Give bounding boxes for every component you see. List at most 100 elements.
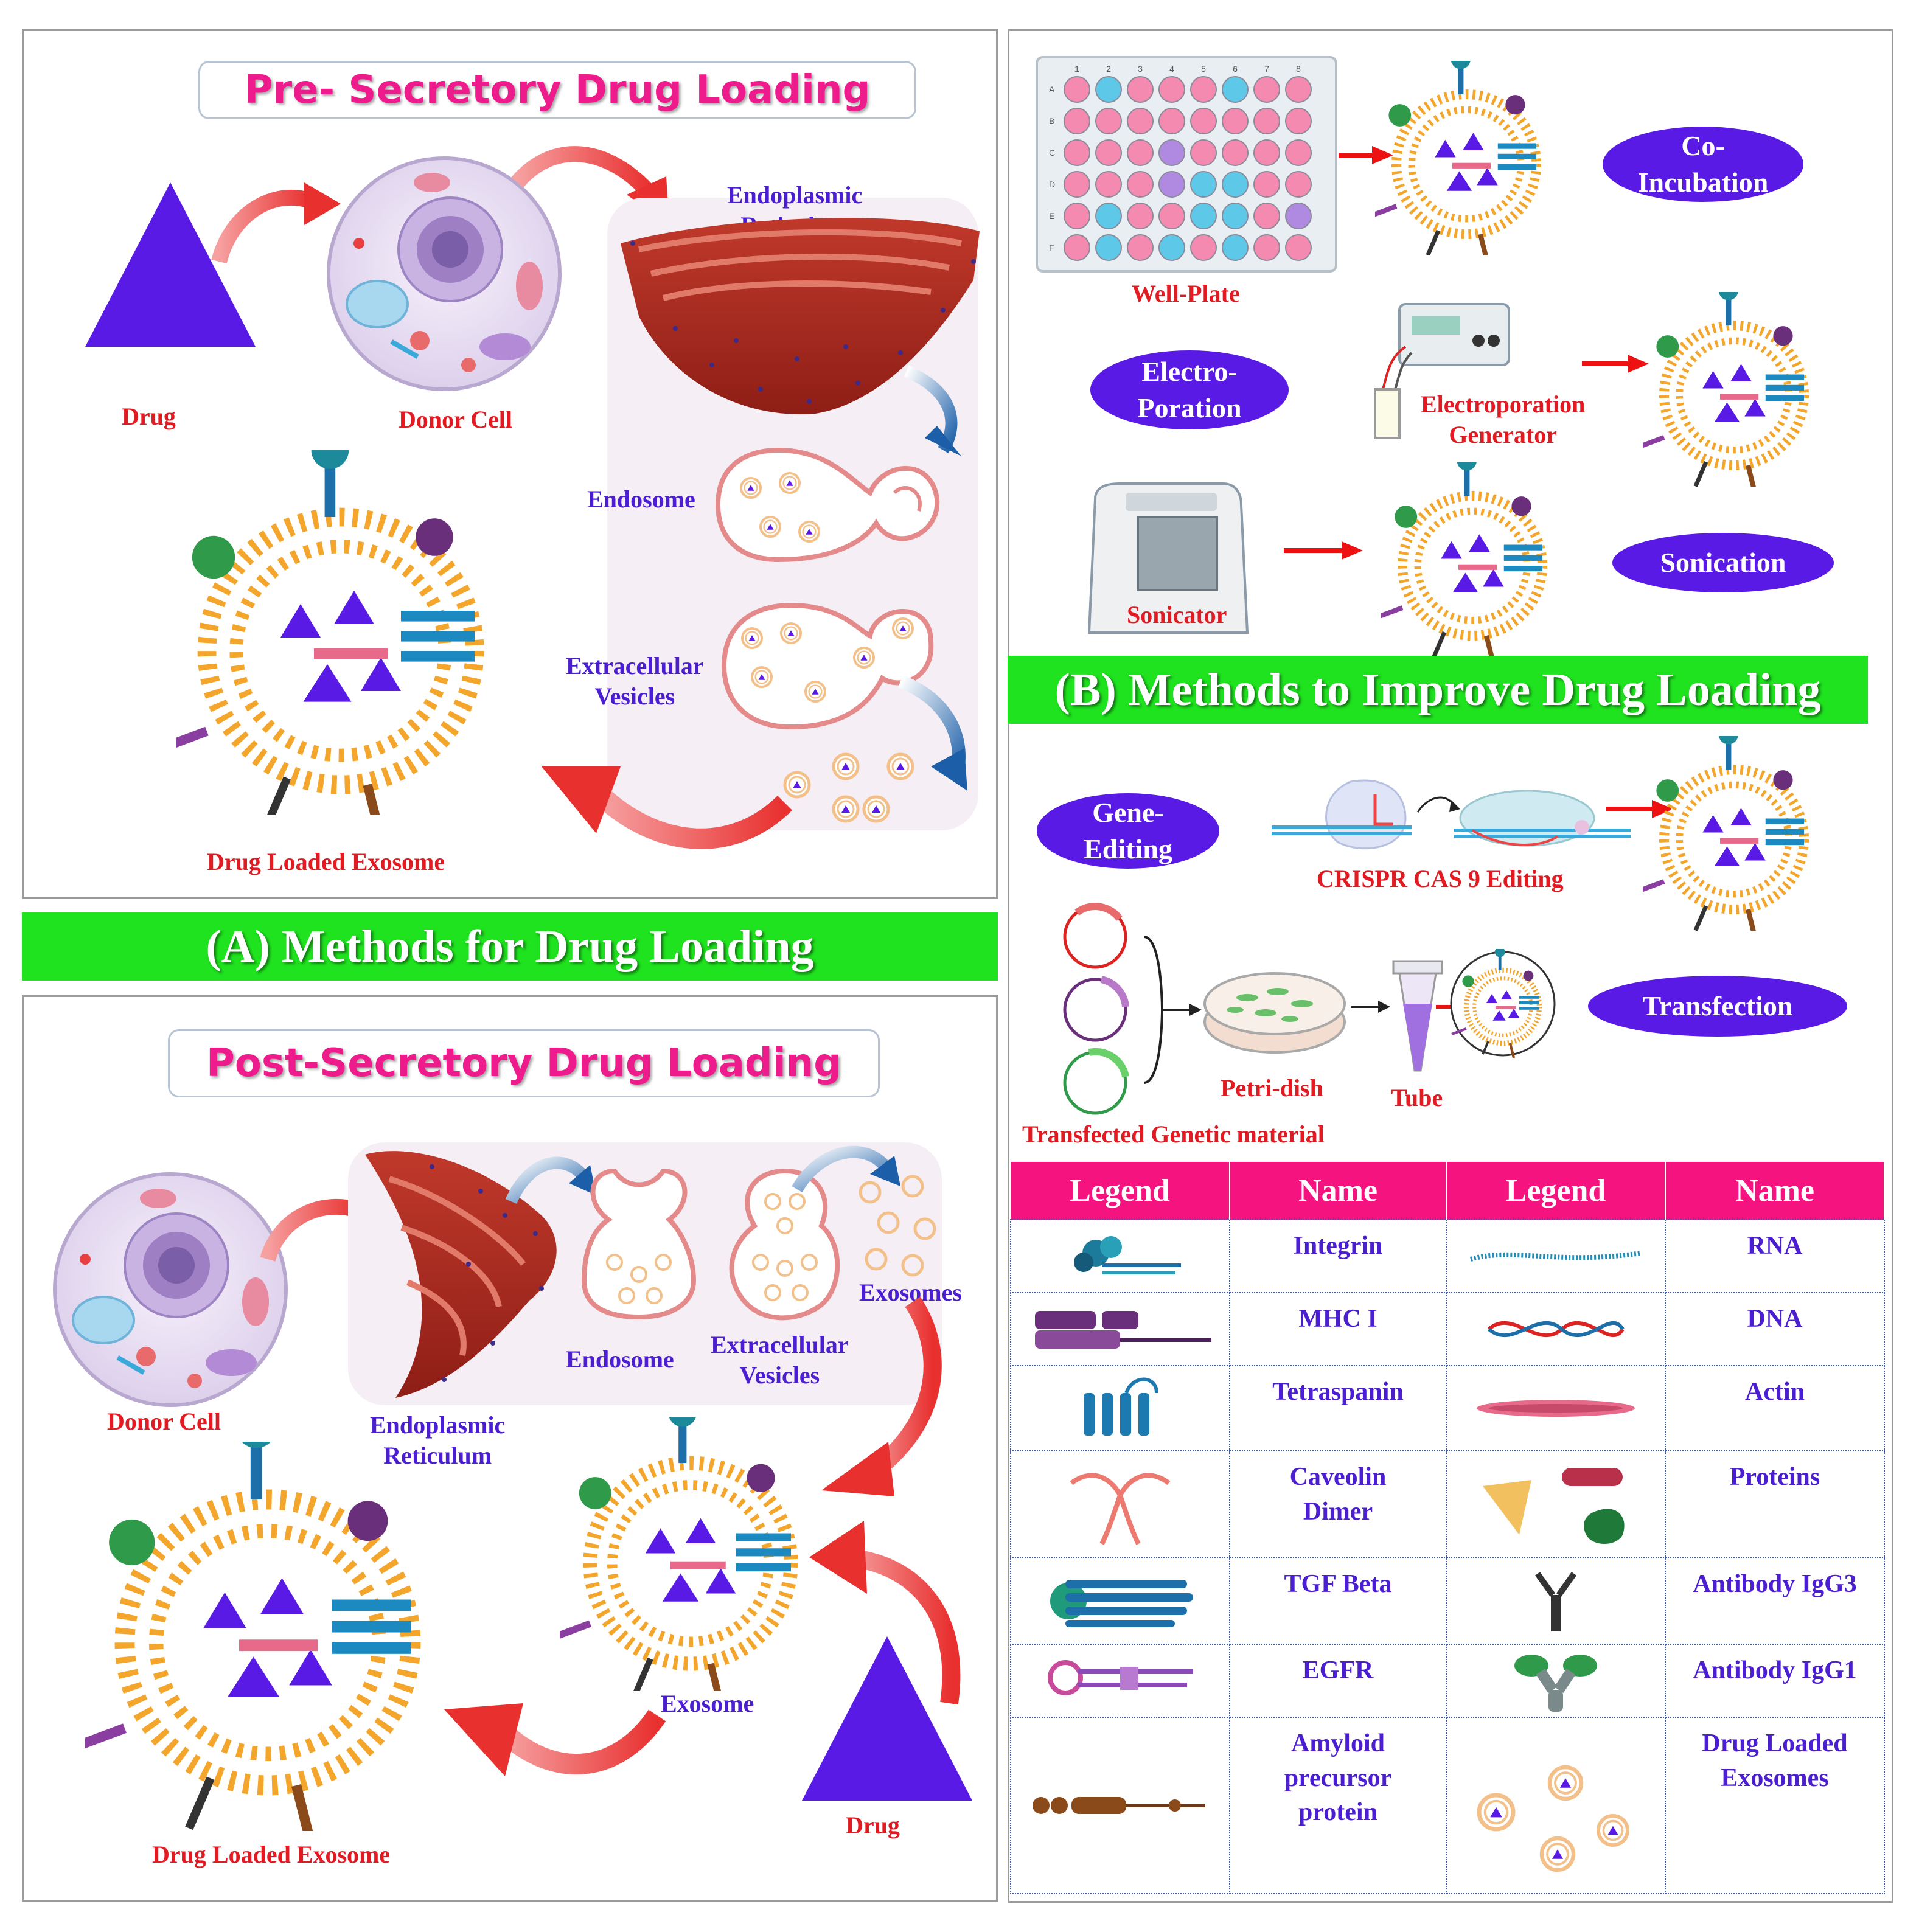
transfection-arrow-to-tube: [1351, 1001, 1390, 1013]
table-row: Integrin RNA: [1010, 1219, 1885, 1293]
integrin-name: Integrin: [1229, 1219, 1447, 1293]
plate-well: [1127, 108, 1154, 134]
plate-well: [1064, 108, 1090, 134]
crispr-diagram: [1272, 779, 1631, 850]
post-released-exosomes: [858, 1175, 936, 1277]
legend-header: Legend: [1446, 1162, 1666, 1220]
post-endosome-label: Endosome: [566, 1346, 674, 1373]
plate-well: [1190, 76, 1217, 103]
pre-secretory-title-box: Pre- Secretory Drug Loading: [198, 61, 916, 119]
co-incubation-arrow: [1339, 146, 1393, 164]
petri-dish: [1203, 972, 1346, 1054]
rna-name: RNA: [1665, 1219, 1885, 1293]
post-arrow-exosomes-to-exosome: [821, 1296, 942, 1496]
plate-row-label: D: [1049, 179, 1055, 189]
sonication-arrow: [1284, 541, 1363, 560]
well-plate-label: Well-Plate: [1132, 280, 1240, 307]
plate-well: [1064, 203, 1090, 229]
amyloid-precursor-protein-icon: [1010, 1717, 1230, 1894]
post-drug-triangle: [802, 1636, 972, 1801]
plasmids: [1063, 903, 1202, 1115]
gene-editing-pill: Gene-Editing: [1037, 793, 1219, 869]
caveolin-dimer-name: Caveolin Dimer: [1229, 1450, 1447, 1558]
plate-well: [1127, 203, 1154, 229]
integrin-icon: [1010, 1219, 1230, 1293]
proteins-name: Proteins: [1665, 1450, 1885, 1558]
name-header: Name: [1230, 1162, 1447, 1220]
tgf-beta-icon: [1010, 1557, 1230, 1645]
plate-well: [1285, 234, 1312, 261]
sonicator-machine: [1087, 482, 1249, 634]
gene-editing-arrow: [1606, 800, 1673, 818]
transfection-exosome: [1448, 949, 1556, 1058]
plate-well: [1253, 171, 1280, 198]
pre-endoplasmic-reticulum: [621, 218, 980, 414]
table-row: Tetraspanin Actin: [1010, 1365, 1885, 1451]
plate-well: [1253, 203, 1280, 229]
plate-well: [1222, 139, 1249, 166]
plate-well: [1127, 76, 1154, 103]
tetraspanin-icon: [1010, 1365, 1230, 1451]
egfr-icon: [1010, 1644, 1230, 1718]
plate-well: [1285, 139, 1312, 166]
plate-row-label: C: [1049, 148, 1055, 158]
amyloid-precursor-protein-name: Amyloid precursor protein: [1229, 1717, 1447, 1894]
plate-well: [1190, 234, 1217, 261]
post-extracellular-vesicles: [729, 1168, 840, 1321]
plate-well: [1253, 139, 1280, 166]
plate-well: [1127, 234, 1154, 261]
plate-column-label: 1: [1074, 64, 1079, 74]
transfection-pill: Transfection: [1588, 976, 1847, 1037]
plate-well: [1158, 203, 1185, 229]
plate-well: [1285, 108, 1312, 134]
post-drug-loaded-exosome: [85, 1442, 450, 1831]
plate-column-label: 7: [1264, 64, 1269, 74]
banner-b-text: (B) Methods to Improve Drug Loading: [1054, 664, 1821, 715]
pre-arrow-drug-to-cell: [211, 182, 341, 264]
antibody-igg1-name: Antibody IgG1: [1665, 1644, 1885, 1718]
plate-well: [1158, 76, 1185, 103]
caveolin-dimer-icon: [1010, 1450, 1230, 1558]
pre-secretory-title: Pre- Secretory Drug Loading: [244, 68, 871, 113]
pre-ev-label: Extracellular Vesicles: [566, 652, 704, 710]
dna-name: DNA: [1665, 1292, 1885, 1366]
actin-icon: [1446, 1365, 1666, 1451]
plate-well: [1158, 108, 1185, 134]
post-exosome-label: Exosome: [661, 1690, 754, 1717]
plate-well: [1190, 171, 1217, 198]
plate-column-label: 3: [1138, 64, 1143, 74]
pre-endosome: [715, 447, 940, 563]
plate-column-label: 4: [1169, 64, 1174, 74]
legend-table: Legend Name Legend Name Integrin RNA MHC…: [1010, 1162, 1885, 1894]
antibody-igg3-name: Antibody IgG3: [1665, 1557, 1885, 1645]
plate-column-label: 2: [1106, 64, 1111, 74]
post-donor-cell-label: Donor Cell: [107, 1408, 221, 1435]
table-row: Caveolin Dimer Proteins: [1010, 1450, 1885, 1558]
post-exosomes-label: Exosomes: [859, 1279, 962, 1306]
petri-dish-label: Petri-dish: [1221, 1074, 1323, 1102]
actin-name: Actin: [1665, 1365, 1885, 1451]
legend-header: Legend: [1011, 1162, 1230, 1220]
plate-row-label: B: [1049, 116, 1054, 126]
plate-well: [1064, 234, 1090, 261]
plate-well: [1222, 203, 1249, 229]
table-row: EGFR Antibody IgG1: [1010, 1644, 1885, 1718]
tube: [1392, 960, 1443, 1072]
plate-well: [1064, 139, 1090, 166]
electroporation-generator-label: Electroporation Generator: [1421, 391, 1586, 448]
pre-blue-arrow-ev-to-exosomes: [897, 675, 967, 791]
crispr-label: CRISPR CAS 9 Editing: [1317, 865, 1564, 892]
plate-well: [1222, 171, 1249, 198]
plate-well: [1064, 76, 1090, 103]
pre-drug-label: Drug: [122, 403, 176, 430]
electroporation-exosome: [1643, 292, 1825, 487]
plate-well: [1222, 234, 1249, 261]
plate-well: [1158, 234, 1185, 261]
plate-well: [1190, 203, 1217, 229]
pre-drug-loaded-exosome: [176, 450, 493, 815]
plate-column-label: 8: [1296, 64, 1301, 74]
plate-well: [1253, 108, 1280, 134]
post-loaded-exosome-label: Drug Loaded Exosome: [152, 1841, 391, 1868]
post-arrow-exosome-to-loaded: [444, 1703, 666, 1776]
